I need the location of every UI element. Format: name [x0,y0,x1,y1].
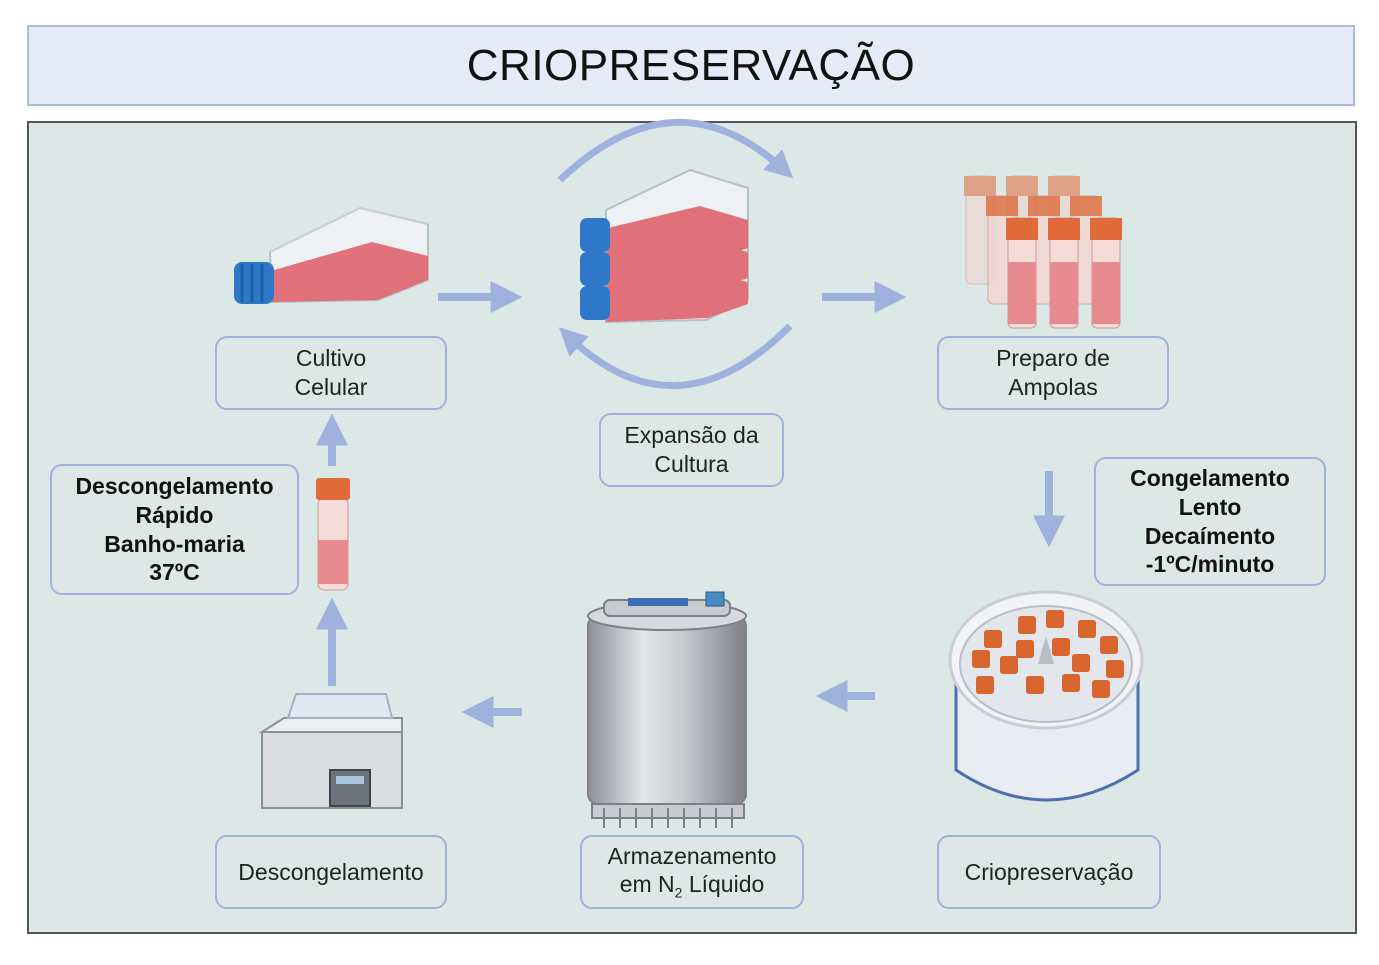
step-congelamento-line4: -1ºC/minuto [1145,551,1275,578]
step-cultivo-line2: Celular [294,374,368,400]
step-descongelamento-rapido: Descongelamento Rápido Banho-maria 37ºC [50,464,299,595]
cycle-arrow-bottom [558,323,793,390]
liquid-nitrogen-tank-icon [587,591,747,828]
step-descongelamento: Descongelamento [215,835,447,909]
step-criopreservacao: Criopreservação [937,835,1161,909]
step-expansao-line1: Expansão da [624,422,759,449]
cycle-arrows [557,118,794,390]
flask-stack-icon [580,168,749,324]
flow-arrows [316,281,1065,728]
step-armazenamento-line2: em N2 Líquido [620,870,765,902]
cooling-container-icon [948,590,1144,802]
water-bath-icon [258,693,403,809]
step-preparo-line1: Preparo de [996,345,1110,372]
step-expansao-cultura: Expansão da Cultura [599,413,784,487]
step-armazenamento-suffix: Líquido [682,871,765,898]
step-preparo-line2: Ampolas [1008,374,1098,400]
step-descongelamento-rapido-line4: 37ºC [149,559,200,586]
step-criopreservacao-text: Criopreservação [964,858,1134,885]
step-cultivo-line1: Cultivo [295,345,367,372]
step-descongelamento-rapido-line3: Banho-maria [104,530,245,557]
step-armazenamento-prefix: em N [619,871,675,898]
step-expansao-line2: Cultura [654,451,729,477]
step-cultivo-celular: Cultivo Celular [215,336,447,410]
step-preparo-ampolas: Preparo de Ampolas [937,336,1169,410]
cryovial-rack-icon [964,175,1122,329]
step-congelamento-line2: Lento [1178,493,1242,520]
cycle-arrow-top [557,118,794,183]
step-congelamento-line3: Decaímento [1144,522,1276,549]
step-congelamento-lento: Congelamento Lento Decaímento -1ºC/minut… [1094,457,1326,586]
title-banner: CRIOPRESERVAÇÃO [27,25,1355,106]
culture-flask-icon [234,206,429,304]
step-armazenamento: Armazenamento em N2 Líquido [580,835,804,909]
step-armazenamento-line1: Armazenamento [607,842,777,869]
step-armazenamento-subscript: 2 [674,884,683,901]
step-descongelamento-text: Descongelamento [238,858,424,885]
page-title: CRIOPRESERVAÇÃO [466,40,916,90]
step-descongelamento-rapido-line1: Descongelamento [75,473,274,499]
cryovial-icon [316,478,350,591]
step-descongelamento-rapido-line2: Rápido [135,501,214,528]
step-congelamento-line1: Congelamento [1130,465,1290,491]
